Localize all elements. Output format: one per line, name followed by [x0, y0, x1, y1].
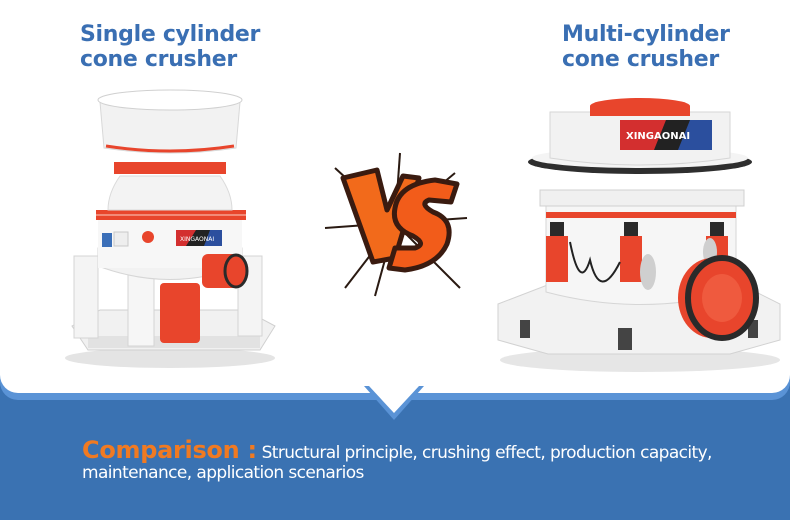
svg-text:XINGAONAI: XINGAONAI [626, 131, 690, 142]
title-line: cone crusher [562, 47, 719, 72]
multi-cylinder-crusher-image: XINGAONAI [497, 98, 781, 372]
multi-cylinder-title: Multi-cylinder cone crusher [562, 22, 730, 72]
single-cylinder-crusher-image: XINGAONAI [65, 89, 276, 368]
comparison-criteria: Structural principle, crushing effect, p… [82, 443, 712, 483]
title-line: cone crusher [80, 47, 237, 72]
pointer-arrow [369, 386, 419, 413]
title-line: Single cylinder [80, 22, 261, 47]
comparison-keyword: Comparison : [82, 436, 257, 464]
comparison-caption: Comparison : Structural principle, crush… [82, 438, 772, 483]
svg-text:XINGAONAI: XINGAONAI [180, 236, 214, 243]
vs-splash-icon: VS [315, 148, 468, 297]
svg-text:VS: VS [315, 148, 317, 149]
single-cylinder-title: Single cylinder cone crusher [80, 22, 260, 72]
title-line: Multi-cylinder [562, 22, 730, 47]
